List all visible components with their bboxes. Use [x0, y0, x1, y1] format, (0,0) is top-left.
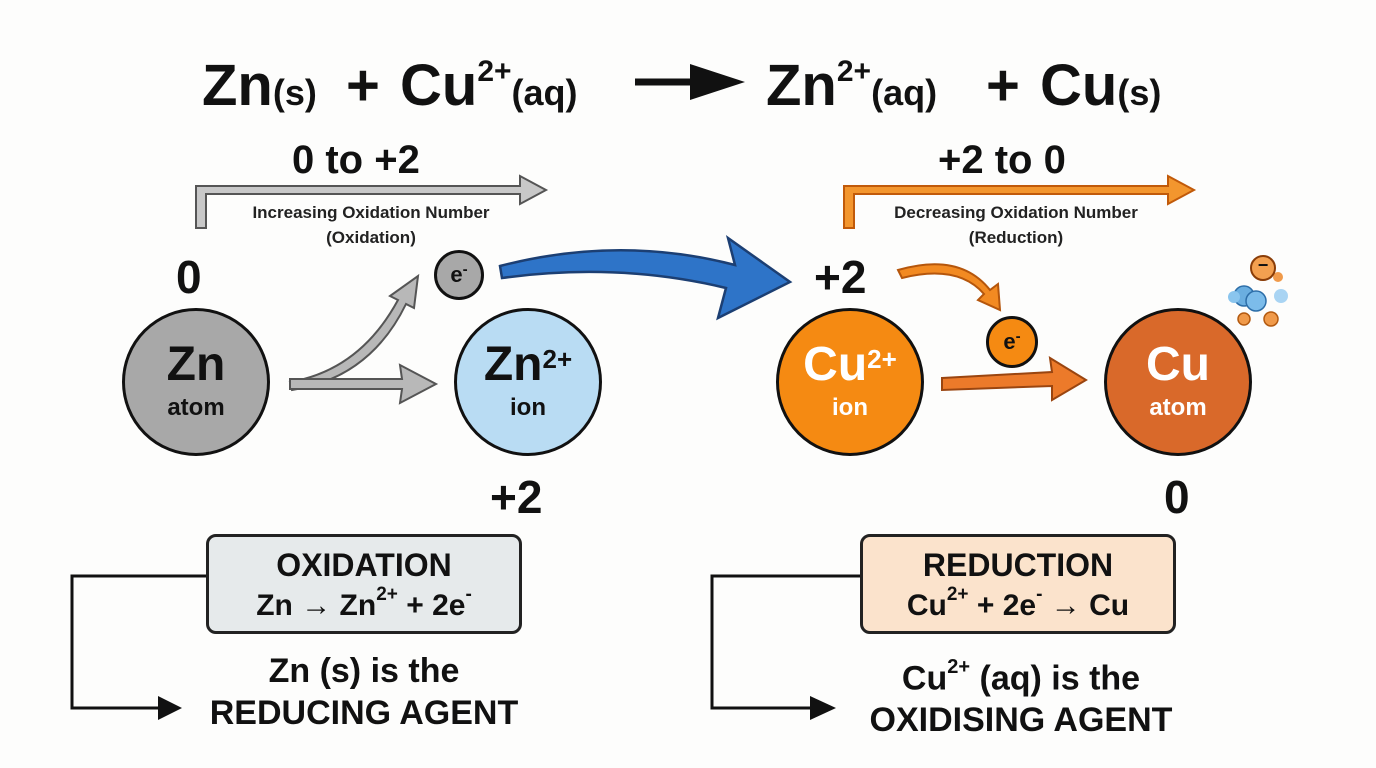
ox-r-electrons: + 2e	[406, 589, 466, 622]
ox-r-zn: Zn	[256, 589, 293, 622]
eq-cu2-symbol: Cu	[1040, 53, 1118, 118]
eq-zn-state: (s)	[272, 72, 317, 113]
oxidation-change-label: 0 to +2	[292, 138, 420, 182]
reduction-description: Decreasing Oxidation Number (Reduction)	[868, 200, 1164, 250]
reduction-desc-line2: (Reduction)	[968, 228, 1064, 247]
eq-zn2-state: (aq)	[871, 72, 938, 113]
cu-ion-charge: 2+	[867, 344, 897, 374]
minus-icon: −	[1257, 255, 1269, 275]
oxidation-box: OXIDATION Zn → Zn2+ + 2e-	[206, 534, 522, 634]
eq-plus-2: +	[986, 53, 1020, 118]
zn-start-oxidation-number: 0	[176, 251, 202, 303]
zn-to-electron-arrow	[288, 273, 420, 392]
cu-start-oxidation-number: +2	[814, 251, 867, 303]
red-r-cu2-charge: 2+	[946, 584, 969, 605]
eq-reactant-cu: Cu2+(aq)	[400, 48, 578, 134]
ox-r-zn2: Zn	[339, 589, 377, 622]
oxidation-half-reaction: Zn → Zn2+ + 2e-	[209, 584, 519, 623]
equation-arrow	[635, 64, 745, 100]
cu-electron-charge: -	[1015, 327, 1021, 345]
ox-r-zn2-charge: 2+	[376, 584, 398, 605]
reducing-agent-line2: REDUCING AGENT	[209, 694, 519, 732]
oxidising-agent-label: Cu2+ (aq) is the OXIDISING AGENT	[836, 650, 1206, 741]
eq-cu-state: (aq)	[511, 72, 578, 113]
zn-end-oxidation-number: +2	[490, 471, 543, 523]
cu-atom-label: atom	[1149, 394, 1207, 421]
cu-atom-circle: Cu atom	[1104, 308, 1252, 456]
eq-product-zn: Zn2+(aq)	[766, 48, 937, 134]
red-r-electron-charge: -	[1036, 584, 1043, 605]
ox-r-arrow: →	[301, 589, 332, 622]
oxidising-agent-line2: OXIDISING AGENT	[869, 701, 1173, 740]
red-r-cu: Cu	[1089, 589, 1130, 622]
red-r-cu2: Cu	[906, 589, 947, 622]
reduction-half-reaction: Cu2+ + 2e- → Cu	[863, 584, 1173, 623]
cu-electron-bubble: e-	[986, 316, 1038, 368]
red-r-electrons: + 2e	[976, 589, 1037, 622]
eq-reactant-zn: Zn(s)	[202, 48, 317, 131]
oxidation-description: Increasing Oxidation Number (Oxidation)	[226, 200, 516, 250]
oxidation-desc-line1: Increasing Oxidation Number	[252, 203, 490, 222]
cu-ion-symbol: Cu	[803, 338, 868, 391]
bubbles-decoration	[1228, 255, 1288, 327]
cu-atom-symbol: Cu	[1146, 338, 1210, 391]
red-r-arrow: →	[1050, 589, 1081, 622]
reaction-equation: Zn(s) + Cu2+(aq) Zn2+(aq) + Cu(s)	[0, 48, 1376, 124]
zn-ion-circle: Zn2+ ion	[454, 308, 602, 456]
left-agent-bracket	[70, 574, 206, 720]
zn-to-ion-arrow	[289, 363, 439, 405]
oxidation-desc-line2: (Oxidation)	[326, 228, 416, 247]
zn-atom-symbol: Zn	[166, 338, 226, 391]
zn-ion-label: ion	[510, 394, 546, 421]
cu-ion-label: ion	[832, 394, 868, 421]
reduction-box: REDUCTION Cu2+ + 2e- → Cu	[860, 534, 1176, 634]
zn-ion-charge: 2+	[542, 344, 573, 374]
eq-cu2-state: (s)	[1117, 72, 1162, 113]
oxidation-box-title: OXIDATION	[276, 547, 452, 583]
reducing-agent-label: Zn (s) is the REDUCING AGENT	[184, 650, 544, 734]
reducing-agent-line1: Zn (s) is the	[268, 652, 460, 690]
electron-transfer-arrow	[498, 234, 793, 321]
eq-cu-charge: 2+	[477, 55, 512, 88]
oxidising-agent-rest: (aq) is the	[970, 659, 1141, 698]
right-agent-bracket	[710, 574, 860, 720]
eq-plus-1: +	[346, 53, 380, 118]
zn-electron-symbol: e	[450, 262, 463, 287]
cu-end-oxidation-number: 0	[1164, 471, 1190, 523]
oxidising-agent-charge: 2+	[947, 656, 971, 678]
zn-atom-label: atom	[167, 394, 225, 421]
reduction-number-arrow	[843, 174, 1197, 229]
cu-electron-symbol: e	[1003, 329, 1016, 354]
reduction-desc-line1: Decreasing Oxidation Number	[894, 203, 1138, 222]
zn-electron-charge: -	[462, 260, 468, 278]
oxidation-number-arrow	[195, 174, 549, 229]
zn-atom-circle: Zn atom	[122, 308, 270, 456]
oxidising-agent-line1: Cu2+ (aq) is the	[836, 650, 1206, 699]
eq-product-cu: Cu(s)	[1040, 48, 1161, 131]
zn-ion-symbol: Zn	[483, 338, 543, 391]
cu-ion-circle: Cu2+ ion	[776, 308, 924, 456]
reduction-change-label: +2 to 0	[938, 138, 1066, 182]
zn-electron-bubble: e-	[434, 250, 484, 300]
cu-ion-to-atom-arrow	[941, 356, 1088, 402]
oxidising-agent-cu: Cu	[901, 659, 948, 698]
eq-cu-symbol: Cu	[400, 53, 478, 118]
cu-electron-arrow	[896, 263, 1002, 312]
eq-zn-symbol: Zn	[202, 53, 273, 118]
eq-zn2-symbol: Zn	[766, 53, 837, 118]
reduction-box-title: REDUCTION	[922, 547, 1114, 583]
eq-zn2-charge: 2+	[836, 55, 872, 88]
ox-r-electron-charge: -	[465, 584, 472, 605]
